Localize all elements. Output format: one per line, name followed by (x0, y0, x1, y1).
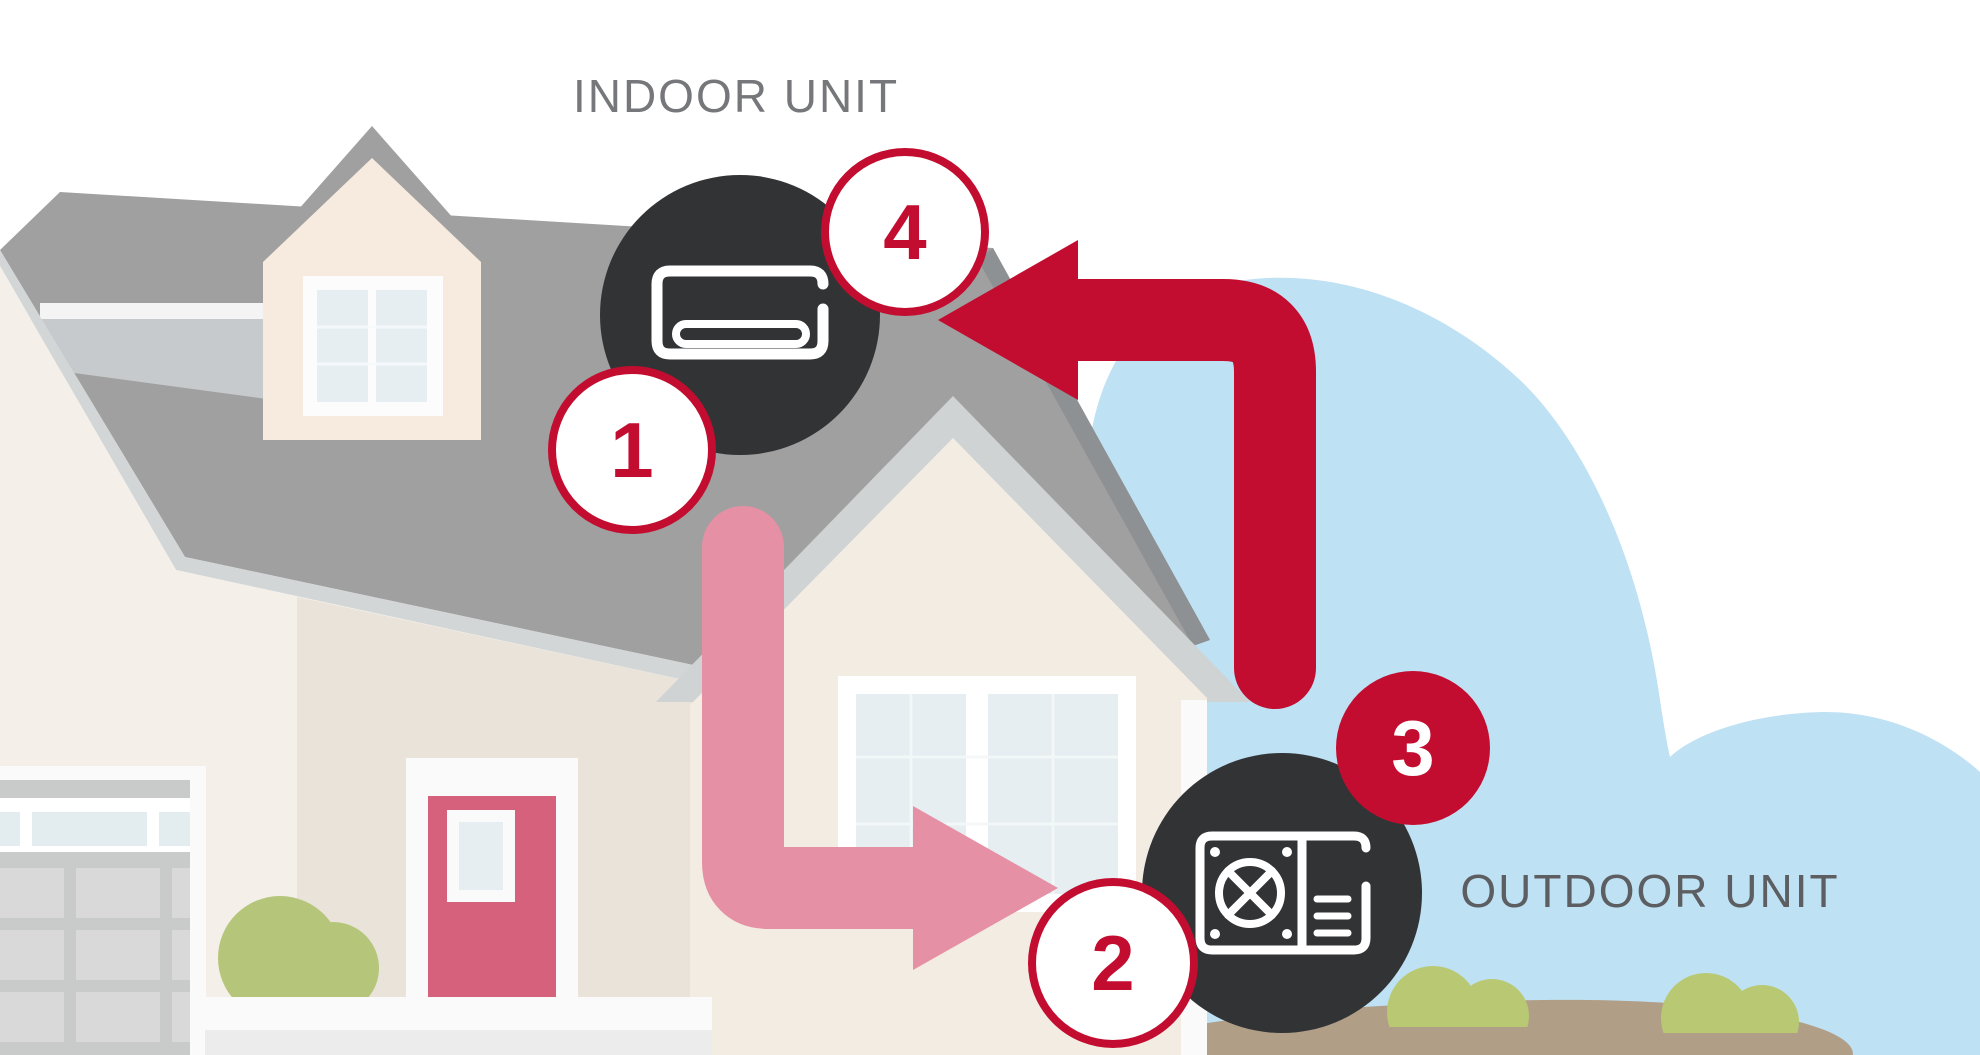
walkway (205, 1030, 712, 1055)
step-marker-2: 2 (1028, 878, 1198, 1048)
indoor-unit-icon (651, 265, 829, 360)
gutter-strip (40, 303, 274, 319)
porch-step (205, 997, 712, 1030)
outdoor-unit-icon (1195, 831, 1371, 955)
flow-arrow-outdoor-to-indoor (938, 240, 1316, 709)
lower-roof-band (0, 319, 274, 400)
bush (1387, 966, 1529, 1027)
step-number: 2 (1091, 919, 1134, 1007)
step-number: 3 (1391, 704, 1434, 792)
dormer-window-pane (376, 290, 427, 402)
dormer (238, 126, 506, 440)
step-marker-4: 4 (821, 148, 989, 316)
rake-trim (0, 250, 693, 682)
step-number: 1 (610, 406, 653, 494)
garage (0, 766, 206, 1055)
outdoor-unit-label: OUTDOOR UNIT (1460, 865, 1839, 917)
step-marker-1: 1 (548, 366, 716, 534)
indoor-unit-label: INDOOR UNIT (573, 70, 899, 122)
dormer-window-pane (317, 290, 368, 402)
pink-arrowhead-icon (913, 806, 1058, 970)
front-door (406, 758, 578, 1000)
red-arrowhead-icon (938, 240, 1078, 400)
flow-arrow-indoor-to-outdoor (702, 506, 1058, 970)
door-window-pane (459, 822, 503, 890)
step-marker-3: 3 (1336, 671, 1490, 825)
garage-panels (0, 868, 190, 1042)
door-lintel (406, 758, 578, 778)
step-number: 4 (883, 188, 926, 276)
bush (1661, 973, 1799, 1033)
